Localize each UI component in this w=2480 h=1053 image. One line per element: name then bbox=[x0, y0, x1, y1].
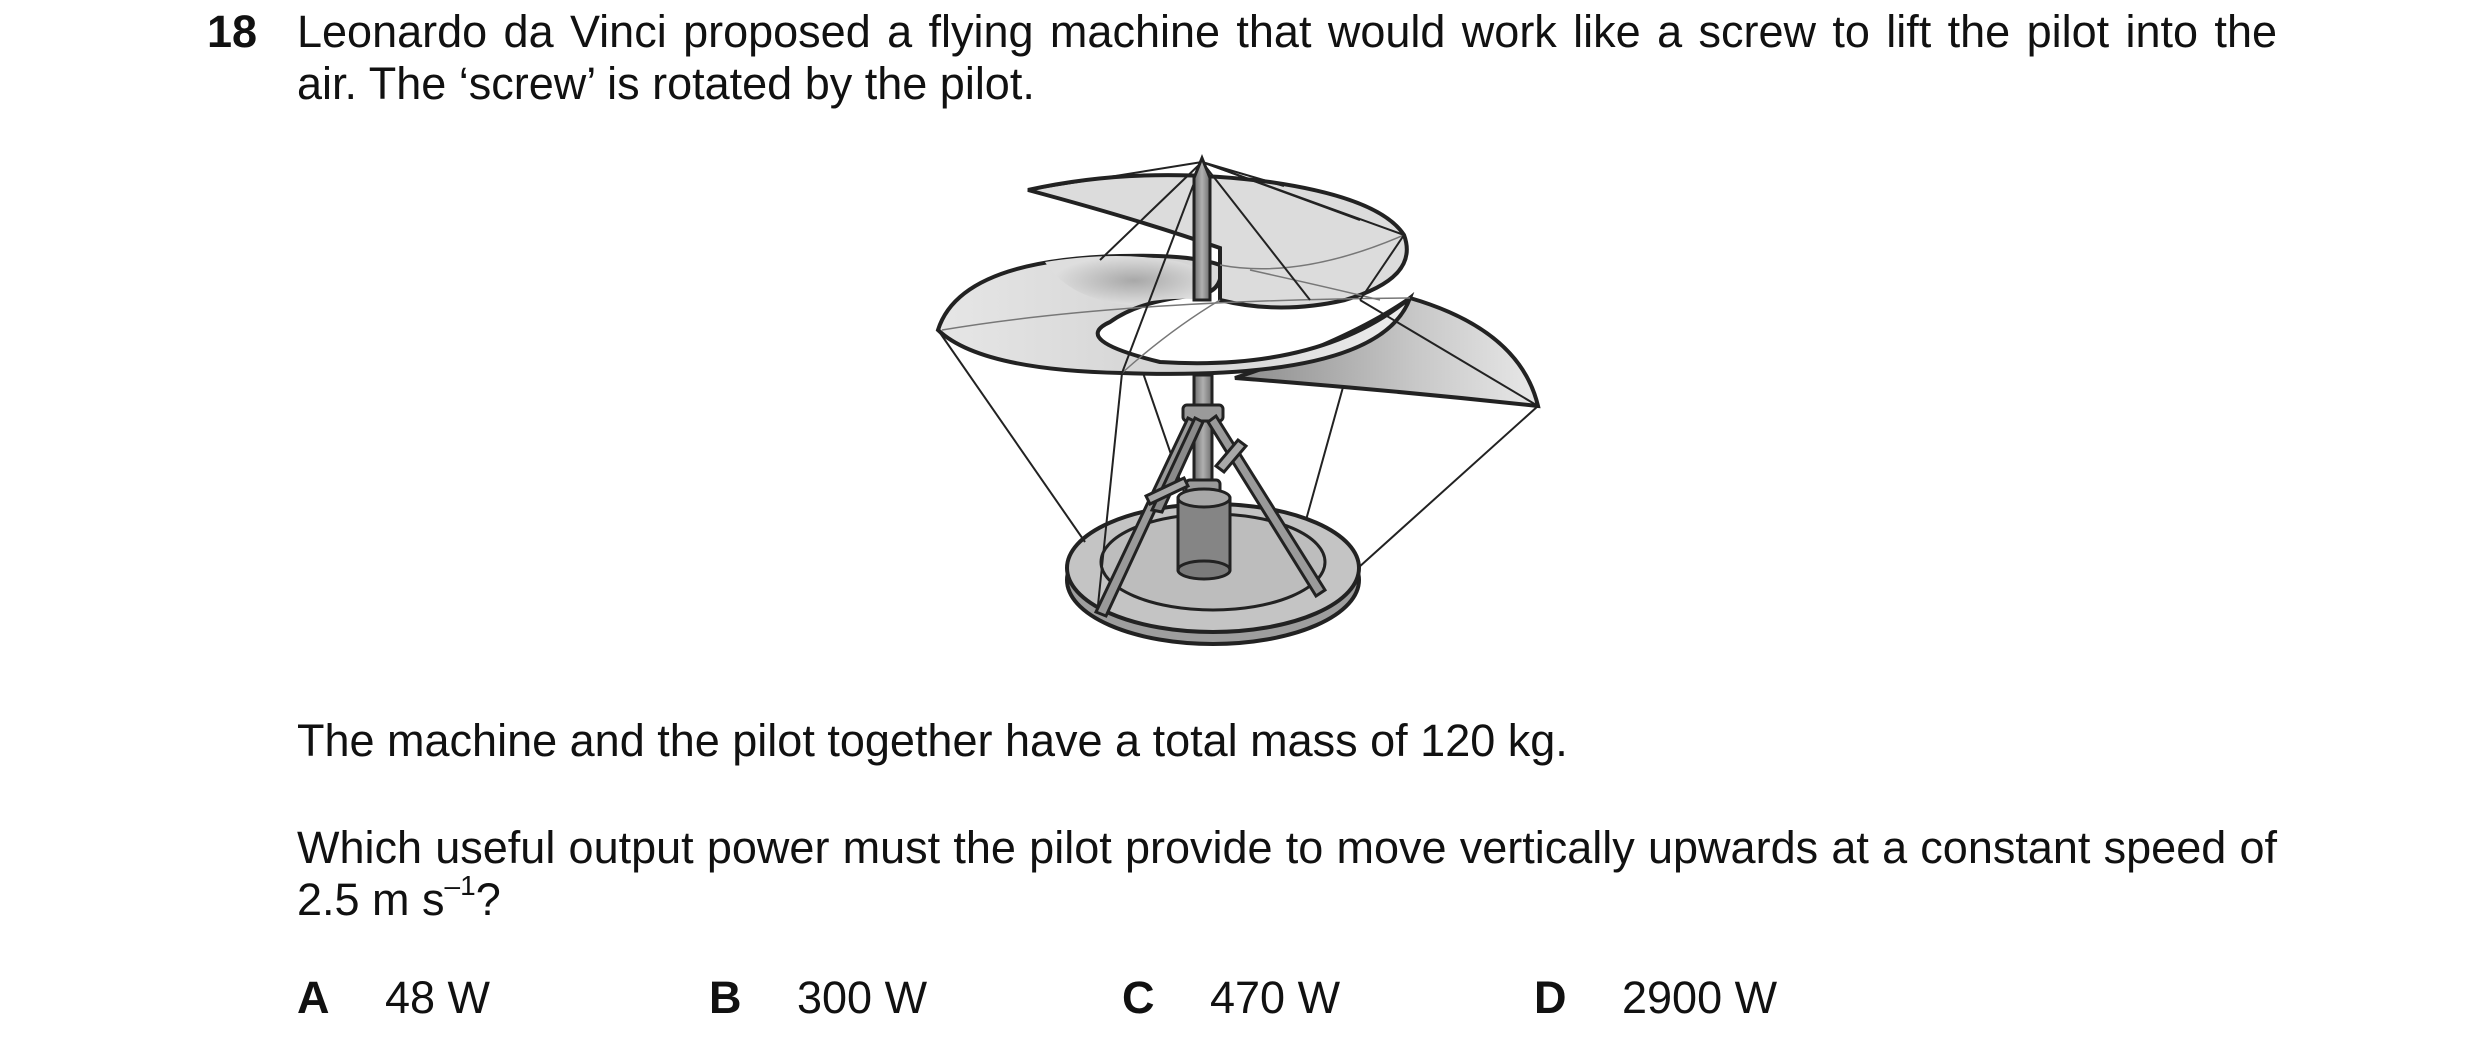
aerial-screw-illustration bbox=[935, 153, 1541, 646]
mast-rigging bbox=[1027, 161, 1539, 407]
question-prompt: Which useful output power must the pilot… bbox=[297, 822, 2277, 926]
option-letter: A bbox=[297, 972, 330, 1023]
screw-inner-hollow bbox=[1045, 256, 1208, 305]
option-value: 470 W bbox=[1210, 972, 1341, 1023]
mass-statement: The machine and the pilot together have … bbox=[297, 715, 1568, 766]
prompt-exponent: –1 bbox=[444, 870, 476, 901]
prompt-end: ? bbox=[475, 874, 501, 925]
option-letter: C bbox=[1122, 972, 1155, 1023]
sail-seams bbox=[941, 234, 1411, 374]
tripod-legs bbox=[1093, 413, 1328, 618]
option-d[interactable]: D 2900 W bbox=[1534, 972, 1777, 1024]
option-c[interactable]: C 470 W bbox=[1122, 972, 1340, 1024]
question-number: 18 bbox=[207, 6, 258, 57]
prompt-main: Which useful output power must the pilot… bbox=[297, 822, 2277, 925]
support-ropes bbox=[937, 329, 1539, 606]
option-value: 300 W bbox=[797, 972, 928, 1023]
drive-drum bbox=[1176, 487, 1232, 581]
option-letter: B bbox=[709, 972, 742, 1023]
option-b[interactable]: B 300 W bbox=[709, 972, 927, 1024]
option-value: 2900 W bbox=[1622, 972, 1778, 1023]
aerial-screw-figure bbox=[920, 150, 1580, 680]
screw-main-sail bbox=[935, 253, 1415, 376]
option-value: 48 W bbox=[385, 972, 491, 1023]
option-a[interactable]: A 48 W bbox=[297, 972, 490, 1024]
mast-top bbox=[1192, 153, 1212, 302]
answer-options: A 48 W B 300 W C 470 W D 2900 W bbox=[297, 972, 2277, 1032]
crank-handles bbox=[1143, 437, 1249, 506]
question-stem: Leonardo da Vinci proposed a flying mach… bbox=[297, 6, 2277, 109]
option-letter: D bbox=[1534, 972, 1567, 1023]
